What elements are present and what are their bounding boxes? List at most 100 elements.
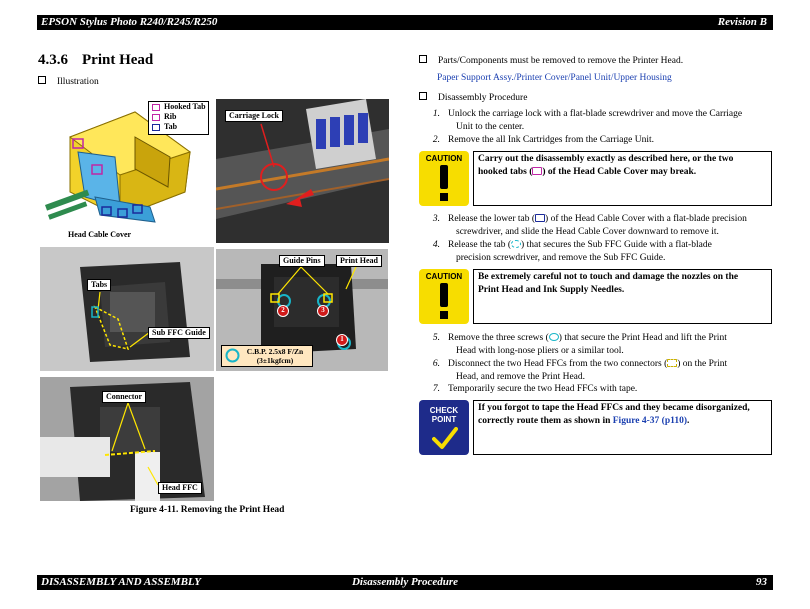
caution-text: hooked tabs ( [478, 166, 533, 177]
checkpoint-label-line2: POINT [431, 415, 457, 424]
step-6-cont: Head, and remove the Print Head. [456, 372, 585, 382]
label-head-cable-cover: Head Cable Cover [68, 230, 132, 239]
page-number: 93 [756, 576, 767, 588]
step-text: ) that secure the Print Head and lift th… [558, 333, 727, 343]
carriage-lock-photo: Carriage Lock [216, 99, 389, 243]
caution-label: CAUTION [425, 272, 463, 281]
page-footer: DISASSEMBLY AND ASSEMBLY Disassembly Pro… [37, 575, 773, 590]
figure-legend: Hooked Tab Rib Tab [148, 101, 209, 135]
screw-marker-icon [225, 348, 240, 363]
figure-4-37-link[interactable]: Figure 4-37 (p110) [612, 415, 687, 426]
step-number: 1. [432, 109, 440, 119]
checkbox-bullet-icon [419, 55, 427, 63]
parts-intro: Parts/Components must be removed to remo… [419, 55, 683, 66]
figure-caption: Figure 4-11. Removing the Print Head [130, 505, 285, 515]
screw-number-1: 1 [340, 335, 344, 343]
footer-section: Disassembly Procedure [351, 576, 458, 588]
parts-list-link[interactable]: Paper Support Assy./Printer Cover/Panel … [437, 73, 672, 83]
screw-marker-icon [548, 333, 559, 341]
step-number: 7. [432, 384, 440, 394]
checkpoint-label-line1: CHECK [429, 406, 459, 415]
sub-ffc-guide-photo: Tabs Sub FFC Guide [40, 247, 214, 371]
caution-line: Be extremely careful not to touch and da… [478, 272, 739, 282]
screw-number-2-icon [277, 305, 289, 317]
screw-spec-line1: C.B.P. 2.5x8 F/Zn [246, 347, 304, 356]
step-text: Release the tab ( [448, 240, 512, 250]
label-guide-pins: Guide Pins [279, 255, 325, 267]
checkpoint-text-part: . [687, 415, 690, 426]
screw-number-3: 3 [321, 306, 325, 314]
illustration-item: Illustration [38, 76, 99, 87]
header-title: EPSON Stylus Photo R240/R245/R250 [41, 16, 218, 28]
step-number: 5. [432, 333, 440, 343]
step-1: 1.Unlock the carriage lock with a flat-b… [428, 109, 742, 119]
step-5: 5. Remove the three screws ( ) that secure… [428, 333, 727, 343]
exclamation-icon [440, 165, 448, 201]
legend-item-rib: Rib [149, 112, 208, 122]
step-text: ) that secures the Sub FFC Guide with a … [521, 240, 712, 250]
hooked-tab-swatch-icon [152, 103, 160, 111]
page-header: EPSON Stylus Photo R240/R245/R250 Revisi… [37, 15, 773, 30]
step-text: ) on the Print [677, 359, 728, 369]
step-text: Release the lower tab ( [448, 214, 536, 224]
tab-marker-icon [535, 214, 546, 222]
screw-number-3-icon [317, 305, 329, 317]
caution-text-1: Carry out the disassembly exactly as des… [473, 151, 772, 206]
checkpoint-text-part: correctly route them as shown in [478, 415, 613, 426]
connector-photo: Connector Head FFC [40, 377, 214, 501]
step-text: Temporarily secure the two Head FFCs wit… [448, 384, 638, 394]
caution-text-2: Be extremely careful not to touch and da… [473, 269, 772, 324]
checkpoint-line: correctly route them as shown in Figure … [478, 415, 767, 428]
connector-marker-icon [667, 359, 678, 367]
checkmark-icon [432, 427, 458, 449]
label-print-head: Print Head [336, 255, 382, 267]
hooked-tab-marker-icon [532, 166, 543, 175]
step-4: 4. Release the tab ( ) that secures the Su… [428, 240, 712, 250]
step-6: 6.Disconnect the two Head FFCs from the … [428, 359, 727, 369]
step-3-cont: screwdriver, and slide the Head Cable Co… [456, 227, 719, 237]
legend-label: Hooked Tab [164, 102, 206, 111]
parts-intro-text: Parts/Components must be removed to remo… [438, 56, 684, 66]
legend-item-hooked-tab: Hooked Tab [149, 102, 208, 112]
caution-callout-2: CAUTION Be extremely careful not to touc… [419, 269, 772, 324]
caution-line: Print Head and Ink Supply Needles. [478, 284, 625, 295]
step-text: Remove the three screws ( [448, 333, 549, 343]
legend-label: Tab [164, 122, 178, 131]
legend-label: Rib [164, 112, 177, 121]
sub-ffc-tab-marker-icon [511, 240, 522, 248]
step-number: 3. [432, 214, 440, 224]
caution-text: ) of the Head Cable Cover may break. [542, 166, 697, 177]
step-7: 7. Temporarily secure the two Head FFCs w… [428, 384, 637, 394]
label-connector: Connector [102, 391, 146, 403]
caution-line: Carry out the disassembly exactly as des… [478, 154, 734, 164]
illustration-label: Illustration [57, 77, 99, 87]
rib-swatch-icon [152, 113, 160, 121]
screw-spec-label: C.B.P. 2.5x8 F/Zn (3±1kgfcm) [221, 345, 313, 367]
step-number: 4. [432, 240, 440, 250]
caution-line: hooked tabs ( ) of the Head Cable Cover m… [478, 166, 767, 179]
caution-callout-1: CAUTION Carry out the disassembly exactl… [419, 151, 772, 206]
checkpoint-text: If you forgot to tape the Head FFCs and … [473, 400, 772, 455]
label-head-ffc: Head FFC [158, 482, 202, 494]
screw-number-1-icon [336, 334, 348, 346]
step-5-cont: Head with long-nose pliers or a similar … [456, 346, 624, 356]
step-number: 2. [432, 135, 440, 145]
caution-label: CAUTION [425, 154, 463, 163]
checkbox-bullet-icon [38, 76, 46, 84]
caution-badge: CAUTION [419, 151, 469, 206]
checkpoint-line: If you forgot to tape the Head FFCs and … [478, 403, 750, 413]
step-2: 2.Remove the all Ink Cartridges from the… [428, 135, 654, 145]
print-head-photo: Guide Pins Print Head 2 3 1 C.B.P. 2.5x8… [216, 249, 388, 371]
step-3: 3.Release the lower tab () of the Head C… [428, 214, 747, 224]
step-text: Disconnect the two Head FFCs from the tw… [448, 359, 668, 369]
step-1-cont: Unit to the center. [456, 122, 525, 132]
head-cable-cover-illustration: Head Cable Cover [40, 97, 212, 243]
label-tabs: Tabs [87, 279, 112, 291]
screw-spec-line2: (3±1kgfcm) [256, 356, 294, 365]
procedure-heading: Disassembly Procedure [419, 92, 527, 103]
screw-number-2: 2 [281, 306, 285, 314]
label-carriage-lock: Carriage Lock [225, 110, 283, 122]
